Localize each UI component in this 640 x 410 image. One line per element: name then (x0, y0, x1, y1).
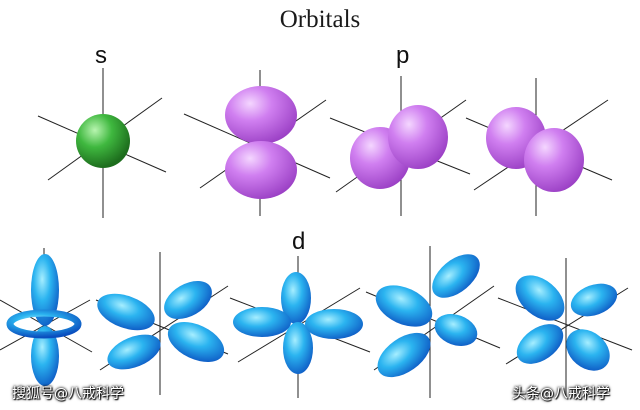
s-orbital-sphere-icon (76, 114, 130, 168)
d-orbital-lobe-icon (570, 283, 618, 317)
label-d: d (292, 228, 306, 255)
p-orbital-z (183, 70, 331, 216)
d-orbital-lobe-icon (377, 332, 431, 378)
d-orbital-lobe-icon (167, 322, 225, 362)
watermark-left: 搜狐号@八戒科学 (12, 386, 124, 402)
s-orbital (37, 68, 167, 218)
label-p: p (396, 42, 410, 69)
d-orbital-lobe-icon (97, 293, 155, 331)
d-orbital-lobe-icon (516, 324, 564, 364)
d-orbital-x2y2 (229, 256, 371, 398)
d-orbital-lobe-icon (283, 322, 313, 374)
d-orbital-lobe-icon (375, 285, 433, 327)
p-orbital-lobe-icon (524, 128, 584, 192)
d-orbital-lobe-icon (233, 307, 291, 337)
p-orbital-y (465, 78, 613, 216)
d-orbital-lobe-icon (164, 281, 212, 319)
d-orbital-z2 (0, 248, 93, 390)
d-orbital-xy (365, 246, 501, 398)
d-orbital-lobe-icon (432, 254, 480, 298)
d-orbital-torus-icon (6, 309, 82, 339)
d-orbital-lobe-icon (31, 254, 59, 326)
d-orbital-lobe-icon (305, 309, 363, 339)
d-orbital-lobe-icon (281, 272, 311, 324)
diagram-title: Orbitals (279, 6, 361, 33)
d-orbital-xz (95, 252, 229, 395)
p-orbital-x (329, 76, 471, 216)
watermark-right: 头条@八戒科学 (512, 386, 610, 402)
d-orbital-lobe-icon (107, 334, 161, 370)
p-orbital-lobe-icon (225, 86, 297, 144)
d-orbital-lobe-icon (434, 314, 478, 346)
d-orbital-lobe-icon (566, 329, 610, 371)
p-orbital-lobe-icon (388, 105, 448, 169)
label-s: s (95, 42, 107, 69)
d-orbital-lobe-icon (31, 326, 59, 386)
d-orbital-lobe-icon (515, 275, 565, 321)
d-orbital-yz (497, 258, 633, 398)
p-orbital-lobe-icon (225, 141, 297, 199)
